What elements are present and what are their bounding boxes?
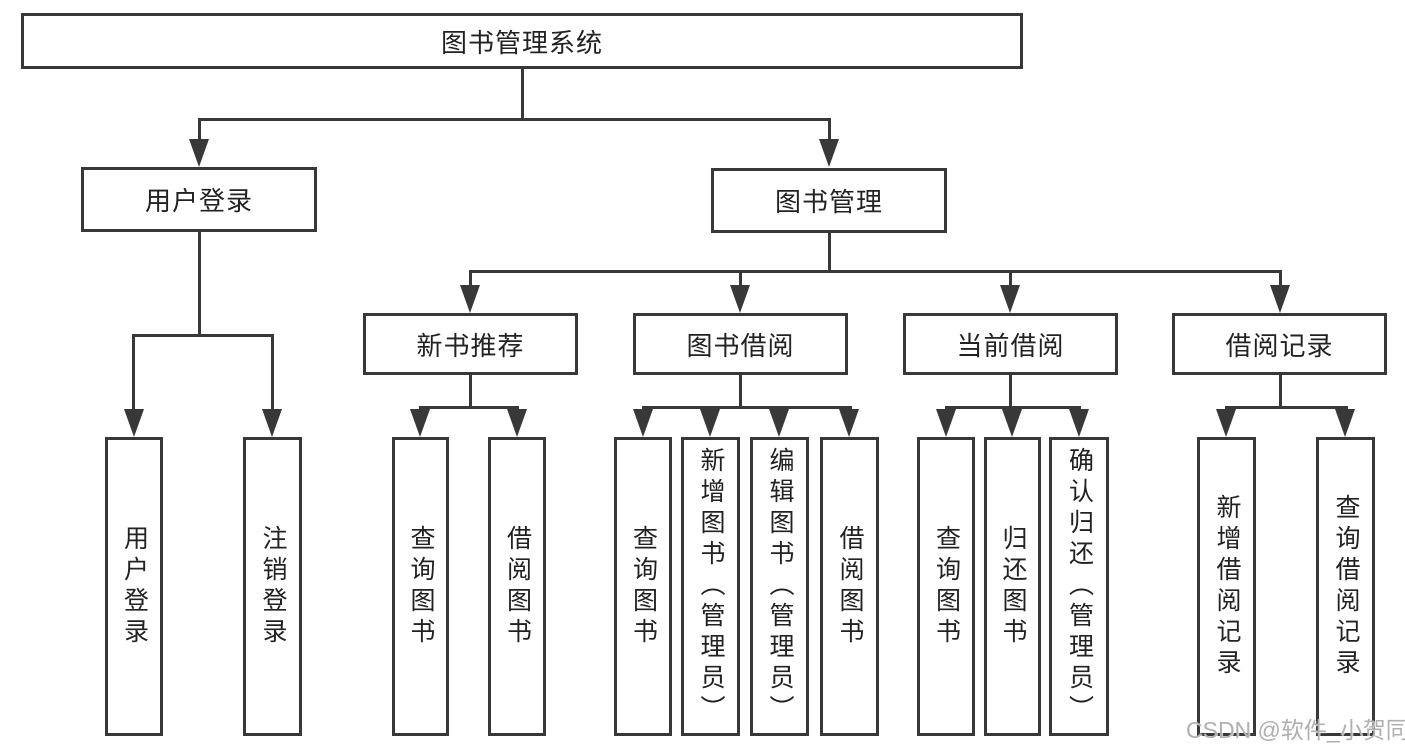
leaf-user-login-label: 用户登录 — [120, 524, 149, 649]
arrowhead-icon — [507, 409, 527, 437]
arrowhead-icon — [1000, 285, 1020, 313]
node-current-borrowing-label: 当前借阅 — [956, 330, 1065, 361]
node-borrowing-records-label: 借阅记录 — [1225, 330, 1334, 361]
arrowhead-icon — [189, 139, 209, 167]
leaf-return-books-label: 归还图书 — [999, 524, 1027, 649]
node-new-book-recommendation-label: 新书推荐 — [416, 330, 525, 361]
connector-shaft — [132, 335, 135, 411]
node-new-book-recommendation: 新书推荐 — [363, 313, 578, 375]
leaf-query-books-recommend: 查询图书 — [392, 437, 449, 736]
leaf-borrow-books-recommend-label: 借阅图书 — [503, 524, 532, 649]
leaf-query-books-current: 查询图书 — [917, 437, 975, 736]
connector-book-mgmt-stem — [827, 233, 831, 271]
connector-new-books-stem — [468, 375, 472, 408]
arrowhead-icon — [1002, 409, 1022, 437]
arrowhead-icon — [460, 285, 480, 313]
leaf-borrow-books: 借阅图书 — [820, 437, 879, 736]
arrowhead-icon — [769, 409, 789, 437]
leaf-query-books-recommend-label: 查询图书 — [407, 524, 435, 649]
connector-root-stem — [520, 69, 524, 120]
node-borrowing-records: 借阅记录 — [1172, 313, 1387, 375]
connector-shaft — [271, 335, 274, 411]
node-user-login: 用户登录 — [81, 167, 317, 232]
node-user-login-label: 用户登录 — [144, 186, 253, 216]
connector-shaft — [197, 119, 201, 141]
leaf-confirm-return-admin-label: 确认归还（管理员） — [1065, 447, 1094, 726]
node-library-system-label: 图书管理系统 — [440, 27, 603, 58]
arrowhead-icon — [936, 409, 956, 437]
arrowhead-icon — [730, 285, 750, 313]
leaf-query-books-borrow: 查询图书 — [614, 437, 672, 736]
watermark: CSDN @软件_小贺同学 — [1186, 717, 1405, 743]
leaf-logout-label: 注销登录 — [259, 524, 287, 649]
leaf-logout: 注销登录 — [243, 437, 302, 736]
arrowhead-icon — [1270, 285, 1290, 313]
node-book-borrowing: 图书借阅 — [633, 313, 848, 375]
arrowhead-icon — [633, 409, 653, 437]
arrowhead-icon — [839, 409, 859, 437]
leaf-query-borrow-record-label: 查询借阅记录 — [1332, 493, 1360, 680]
connector-records-bar — [1225, 405, 1348, 409]
connector-book-mgmt-bar — [468, 269, 1282, 273]
arrowhead-icon — [1216, 409, 1236, 437]
connector-user-login-bar — [132, 333, 274, 337]
connector-current-stem — [1008, 375, 1012, 408]
connector-borrow-stem — [738, 374, 742, 408]
arrowhead-icon — [819, 139, 839, 167]
node-book-borrowing-label: 图书借阅 — [686, 330, 795, 361]
arrowhead-icon — [1335, 409, 1355, 437]
arrowhead-icon — [262, 409, 282, 437]
leaf-borrow-books-label: 借阅图书 — [836, 524, 864, 649]
arrowhead-icon — [1069, 409, 1089, 437]
node-book-management-label: 图书管理 — [774, 187, 883, 217]
arrowhead-icon — [410, 409, 430, 437]
connector-root-bar — [197, 117, 831, 121]
connector-shaft — [738, 271, 742, 287]
connector-user-login-stem — [197, 232, 201, 335]
leaf-add-borrow-record-label: 新增借阅记录 — [1213, 493, 1241, 680]
leaf-confirm-return-admin: 确认归还（管理员） — [1049, 437, 1109, 736]
node-library-system: 图书管理系统 — [21, 13, 1023, 69]
leaf-query-borrow-record: 查询借阅记录 — [1316, 437, 1375, 736]
node-current-borrowing: 当前借阅 — [903, 313, 1118, 375]
leaf-query-books-borrow-label: 查询图书 — [629, 524, 658, 649]
leaf-borrow-books-recommend: 借阅图书 — [488, 437, 546, 736]
leaf-add-book-admin-label: 新增图书（管理员） — [697, 447, 725, 726]
connector-current-bar — [944, 405, 1081, 409]
connector-shaft — [1008, 271, 1012, 287]
arrowhead-icon — [124, 409, 144, 437]
connector-borrow-bar — [641, 405, 852, 409]
leaf-add-book-admin: 新增图书（管理员） — [681, 437, 740, 736]
node-book-management: 图书管理 — [711, 168, 947, 233]
leaf-return-books: 归还图书 — [984, 437, 1041, 736]
leaf-edit-book-admin-label: 编辑图书（管理员） — [766, 447, 794, 726]
leaf-user-login: 用户登录 — [105, 437, 163, 736]
leaf-edit-book-admin: 编辑图书（管理员） — [750, 437, 809, 736]
leaf-add-borrow-record: 新增借阅记录 — [1197, 437, 1256, 736]
connector-shaft — [1278, 271, 1282, 287]
connector-new-books-bar — [419, 405, 519, 409]
connector-records-stem — [1278, 375, 1282, 408]
leaf-query-books-current-label: 查询图书 — [932, 524, 961, 649]
connector-shaft — [827, 119, 831, 141]
connector-shaft — [468, 271, 472, 287]
arrowhead-icon — [700, 409, 720, 437]
